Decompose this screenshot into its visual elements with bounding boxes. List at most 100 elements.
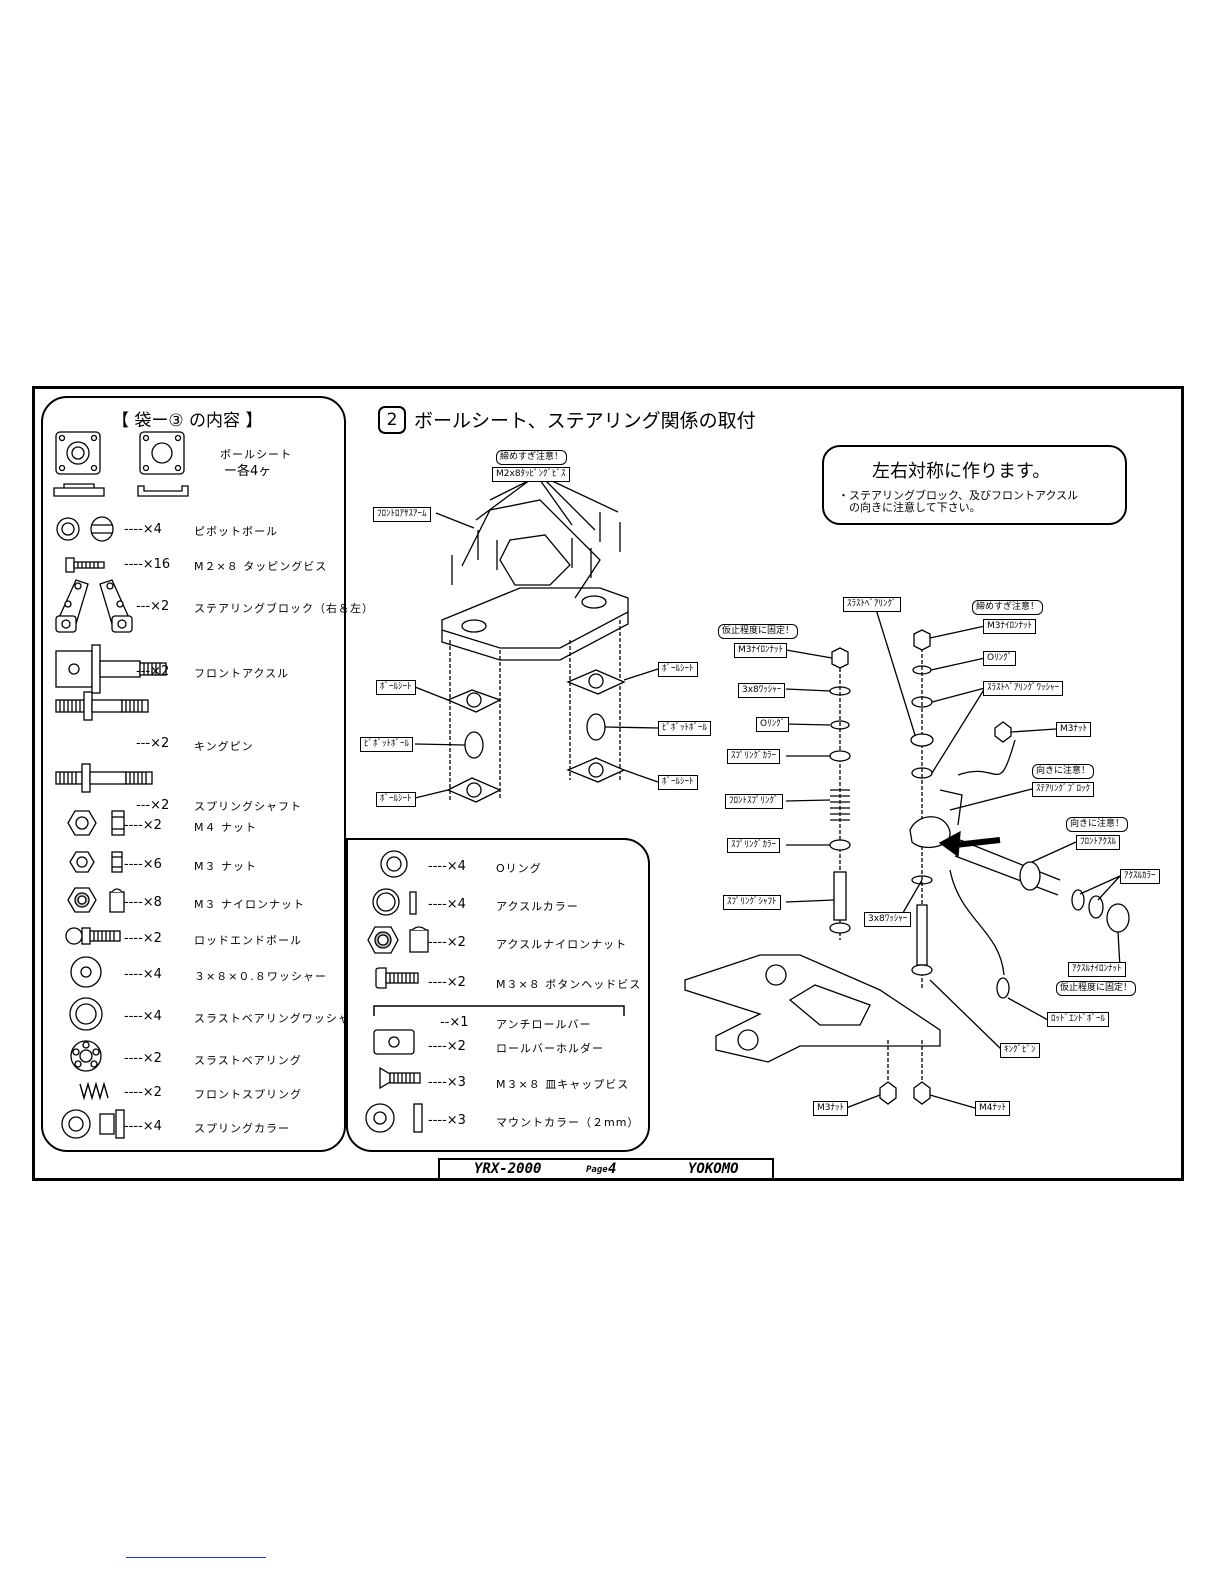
- callout-o-ring-1: Oﾘﾝｸﾞ: [756, 717, 790, 732]
- parts-quantity: ----×2: [428, 1039, 466, 1054]
- parts-name: ロールバーホルダー: [496, 1042, 604, 1055]
- parts-name: キングピン: [194, 740, 254, 753]
- callout-rod-end-ball: ﾛｯﾄﾞｴﾝﾄﾞﾎﾞｰﾙ: [1047, 1012, 1110, 1027]
- footer-page-number: 4: [608, 1161, 617, 1177]
- step-number-badge: 2: [378, 406, 406, 434]
- parts-name: アクスルナイロンナット: [496, 938, 628, 951]
- callout-front-arm: ﾌﾛﾝﾄﾛｱｻｽｱｰﾑ: [373, 507, 431, 522]
- parts-quantity: ----×4: [428, 859, 466, 874]
- footer-brand: YOKOMO: [688, 1161, 739, 1177]
- parts-name: ピボットボール: [194, 525, 278, 538]
- callout-temp-fix-1: 仮止程度に固定！: [718, 624, 799, 639]
- parts-quantity: ----×16: [124, 557, 171, 572]
- callout-steering-block: ｽﾃｱﾘﾝｸﾞﾌﾞﾛｯｸ: [1032, 782, 1095, 797]
- parts-name: スプリングシャフト: [194, 800, 302, 813]
- parts-name: ステアリングブロック（右＆左）: [194, 602, 374, 615]
- parts-name: M３ ナット: [194, 860, 257, 873]
- parts-quantity: ----×4: [124, 1119, 162, 1134]
- parts-list-item: ----×2 ロールバーホルダー: [348, 1029, 648, 1064]
- callout-m2-screw: M2x8ﾀｯﾋﾟﾝｸﾞﾋﾞｽ: [492, 467, 570, 482]
- parts-name: ボールシート: [220, 448, 292, 461]
- parts-list-item: ----×2 ロッドエンドボール: [44, 922, 344, 956]
- callout-spring-collar-1: ｽﾌﾟﾘﾝｸﾞｶﾗｰ: [727, 749, 781, 764]
- callout-thrust-bearing: ｽﾗｽﾄﾍﾞｱﾘﾝｸﾞ: [843, 597, 901, 612]
- symmetry-note-line1: ・ステアリングブロック、及びフロントアクスル: [838, 489, 1079, 502]
- symmetry-note-line2: の向きに注意して下さい。: [838, 501, 981, 514]
- callout-temp-fix-2: 仮止程度に固定！: [1056, 981, 1137, 996]
- parts-list-item: ----×4 スプリングカラー: [44, 1109, 344, 1144]
- symmetry-note-heading: 左右対称に作ります。: [872, 461, 1051, 482]
- callout-overtighten-2: 締めすぎ注意！: [972, 600, 1044, 615]
- parts-quantity: ----×4: [124, 967, 162, 982]
- parts-quantity: ----×2: [428, 975, 466, 990]
- parts-list-item: ---×2 フロントアクスル: [44, 644, 344, 694]
- callout-washer-3x8-1: 3x8ﾜｯｼｬｰ: [738, 683, 786, 698]
- parts-list-item: ----×2 M４ ナット: [44, 809, 344, 843]
- parts-name: マウントカラー（２mm）: [496, 1116, 640, 1129]
- bag-contents-panel-2: [346, 838, 650, 1152]
- parts-name: フロントスプリング: [194, 1088, 302, 1101]
- callout-m3-nut-2: M3ﾅｯﾄ: [813, 1101, 848, 1116]
- step-number: 2: [386, 410, 398, 430]
- callout-king-pin: ｷﾝｸﾞﾋﾟﾝ: [1000, 1043, 1040, 1058]
- callout-ball-seat-l2: ﾎﾞｰﾙｼｰﾄ: [376, 792, 416, 807]
- callout-direction-1: 向きに注意！: [1032, 764, 1095, 779]
- parts-list-item: ----×4 ３×８×０.８ワッシャー: [44, 956, 344, 992]
- callout-spring-shaft: ｽﾌﾟﾘﾝｸﾞｼｬﾌﾄ: [723, 895, 781, 910]
- parts-name: M３×８ ボタンヘッドビス: [496, 978, 642, 991]
- parts-quantity: ---×2: [136, 599, 170, 614]
- page-footer: YRX-2000 Page 4 YOKOMO: [438, 1158, 774, 1180]
- callout-thrust-washer: ｽﾗｽﾄﾍﾞｱﾘﾝｸﾞﾜｯｼｬｰ: [983, 681, 1064, 696]
- parts-list-item: ----×6 M３ ナット: [44, 848, 344, 882]
- callout-axle-nut: ｱｸｽﾙﾅｲﾛﾝﾅｯﾄ: [1068, 962, 1126, 977]
- callout-front-spring: ﾌﾛﾝﾄｽﾌﾟﾘﾝｸﾞ: [725, 794, 783, 809]
- callout-m4-nut: M4ﾅｯﾄ: [975, 1101, 1010, 1116]
- parts-name: スプリングカラー: [194, 1122, 290, 1135]
- parts-list-item: ----×3 マウントカラー（２mm）: [348, 1103, 648, 1138]
- parts-list-item: ----×8 M３ ナイロンナット: [44, 886, 344, 920]
- parts-quantity: ----×2: [124, 1051, 162, 1066]
- callout-o-ring-2: Oﾘﾝｸﾞ: [983, 651, 1017, 666]
- parts-quantity: ----×2: [428, 935, 466, 950]
- callout-pivot-ball-l: ﾋﾟﾎﾞｯﾄﾎﾞｰﾙ: [360, 737, 414, 752]
- step-title: ボールシート、ステアリング関係の取付: [414, 410, 756, 432]
- callout-m3-nylon-1: M3ﾅｲﾛﾝﾅｯﾄ: [734, 643, 787, 658]
- parts-name: ３×８×０.８ワッシャー: [194, 970, 327, 983]
- parts-quantity: ---×2: [136, 664, 170, 679]
- parts-name: Oリング: [496, 862, 542, 875]
- parts-quantity: ----×2: [124, 1085, 162, 1100]
- callout-ball-seat-r2: ﾎﾞｰﾙｼｰﾄ: [658, 775, 698, 790]
- parts-quantity: ----×2: [124, 931, 162, 946]
- parts-quantity: ----×3: [428, 1075, 466, 1090]
- parts-quantity: ----×3: [428, 1113, 466, 1128]
- callout-overtighten-1: 締めすぎ注意！: [496, 450, 568, 465]
- parts-list-item: ----×2 M３×８ ボタンヘッドビス: [348, 966, 648, 1000]
- callout-m3-nylon-2: M3ﾅｲﾛﾝﾅｯﾄ: [983, 619, 1036, 634]
- callout-axle-collar: ｱｸｽﾙｶﾗｰ: [1120, 869, 1160, 884]
- parts-quantity: ----×2: [124, 818, 162, 833]
- footer-page-label: Page: [586, 1165, 608, 1175]
- bag-contents-title: 【 袋ー③ の内容 】: [112, 411, 263, 431]
- parts-name: M４ ナット: [194, 821, 257, 834]
- parts-quantity: ----×6: [124, 857, 162, 872]
- callout-m3-nut-1: M3ﾅｯﾄ: [1056, 722, 1091, 737]
- parts-name: M３ ナイロンナット: [194, 898, 305, 911]
- parts-list-item: ----×4 Oリング: [348, 850, 648, 884]
- parts-list-item: ----×2 アクスルナイロンナット: [348, 926, 648, 960]
- parts-name: M３×８ 皿キャップビス: [496, 1078, 630, 1091]
- parts-quantity: ----×4: [124, 1009, 162, 1024]
- callout-front-axle: ﾌﾛﾝﾄｱｸｽﾙ: [1076, 835, 1121, 850]
- parts-quantity: ----×8: [124, 895, 162, 910]
- footer-link-line: [126, 1557, 266, 1558]
- parts-name: フロントアクスル: [194, 667, 290, 680]
- callout-washer-3x8-2: 3x8ﾜｯｼｬｰ: [864, 912, 912, 927]
- parts-name: ロッドエンドボール: [194, 934, 302, 947]
